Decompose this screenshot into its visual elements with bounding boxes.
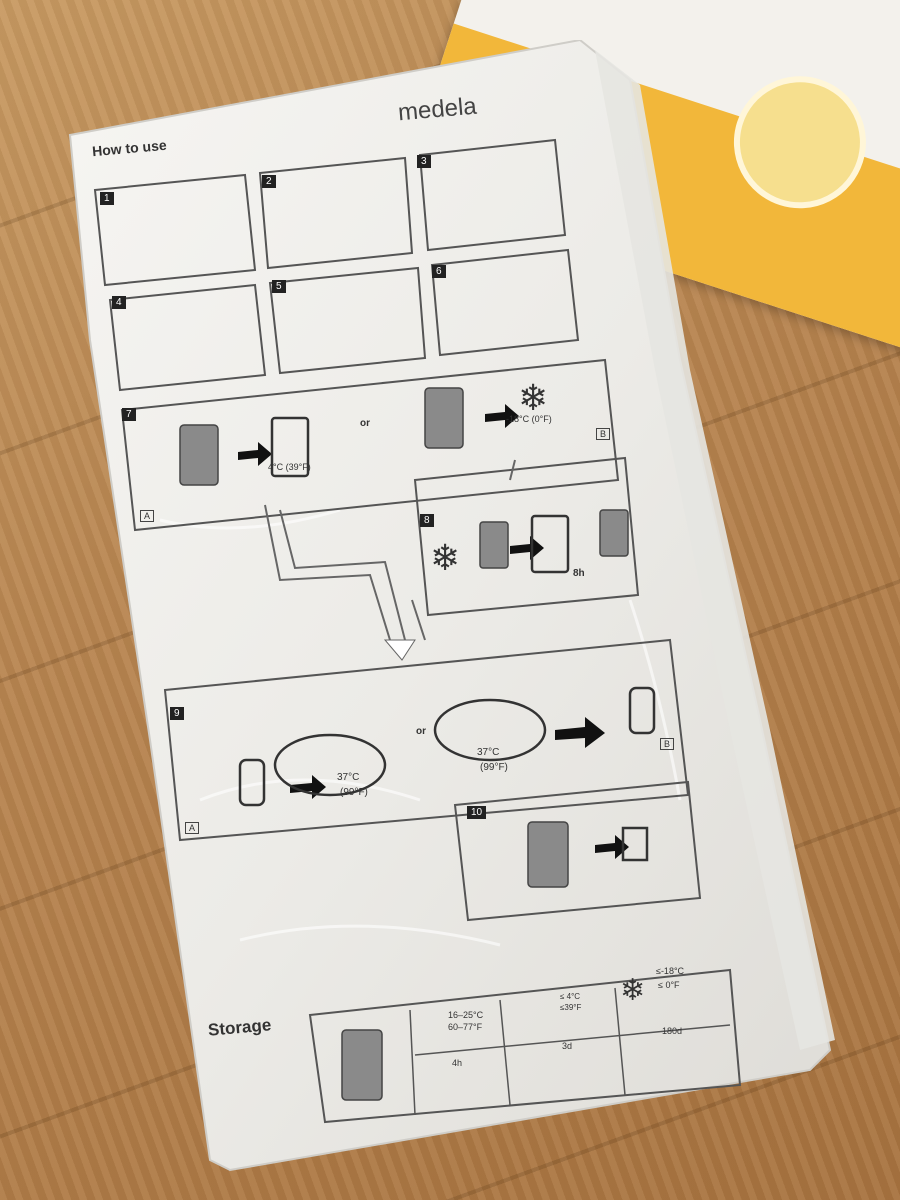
freezer-temperature: -18°C (0°F): [506, 414, 552, 424]
step-9-number: 9: [170, 707, 184, 720]
svg-text:❄: ❄: [430, 538, 460, 579]
step-10-number: 10: [467, 806, 487, 819]
step-6-number: 6: [432, 265, 446, 278]
step-3-number: 3: [417, 155, 431, 168]
milk-bag-icons: [179, 387, 629, 1101]
freezer-storage-temp-c: ≤-18°C: [656, 966, 685, 976]
appliance-icons: [238, 416, 656, 862]
option-b-label-step7: B: [596, 428, 611, 440]
freezer-storage-temp-f: ≤ 0°F: [658, 980, 680, 990]
fridge-icon-thaw: [530, 514, 570, 574]
room-temp-f: 60–77°F: [448, 1022, 483, 1032]
fridge-storage-temp-f: ≤39°F: [560, 1003, 582, 1012]
thaw-time: 8h: [573, 568, 585, 579]
plastic-crinkles: [159, 508, 682, 947]
svg-text:❄: ❄: [620, 973, 645, 1008]
instruction-panels: [93, 138, 742, 1124]
option-a-label-step7: A: [140, 510, 155, 522]
fridge-storage-time: 3d: [562, 1041, 573, 1051]
step-8-number: 8: [420, 514, 434, 527]
room-temp-c: 16–25°C: [448, 1010, 484, 1020]
option-a-label-step9: A: [185, 822, 200, 834]
flow-arrows: [264, 459, 516, 641]
pot-icon-a: [273, 733, 387, 797]
warm-temp-f-a: (99°F): [340, 787, 368, 798]
fridge-temperature: 4°C (39°F): [268, 462, 311, 472]
step-4-number: 4: [112, 296, 126, 309]
fridge-storage-temp-c: ≤ 4°C: [560, 992, 581, 1001]
bag-seal-strip: [595, 50, 835, 1050]
step-7-or: or: [360, 418, 370, 429]
down-arrow: [383, 639, 416, 661]
breastmilk-storage-bag: ❄ ❄ ❄: [68, 40, 835, 1172]
storage-table: [409, 987, 731, 1116]
freezer-storage-time: 180d: [662, 1026, 683, 1036]
svg-text:❄: ❄: [518, 378, 548, 419]
step-9-or: or: [416, 726, 426, 737]
warm-temp-f-b: (99°F): [480, 762, 508, 773]
bottle-icon-a: [238, 758, 266, 807]
snowflake-icons: ❄ ❄ ❄: [430, 378, 645, 1008]
step-1-number: 1: [100, 192, 114, 205]
room-temp-time: 4h: [452, 1058, 463, 1068]
step-2-number: 2: [262, 175, 276, 188]
option-b-label-step9: B: [660, 738, 675, 750]
step-5-number: 5: [272, 280, 286, 293]
trash-icon: [621, 826, 649, 862]
pot-icon-b: [433, 698, 547, 762]
bottle-icon-b: [628, 686, 656, 735]
step-7-number: 7: [122, 408, 136, 421]
fridge-icon: [270, 416, 310, 478]
warm-temp-c-a: 37°C: [337, 772, 360, 783]
warm-temp-c-b: 37°C: [477, 747, 500, 758]
